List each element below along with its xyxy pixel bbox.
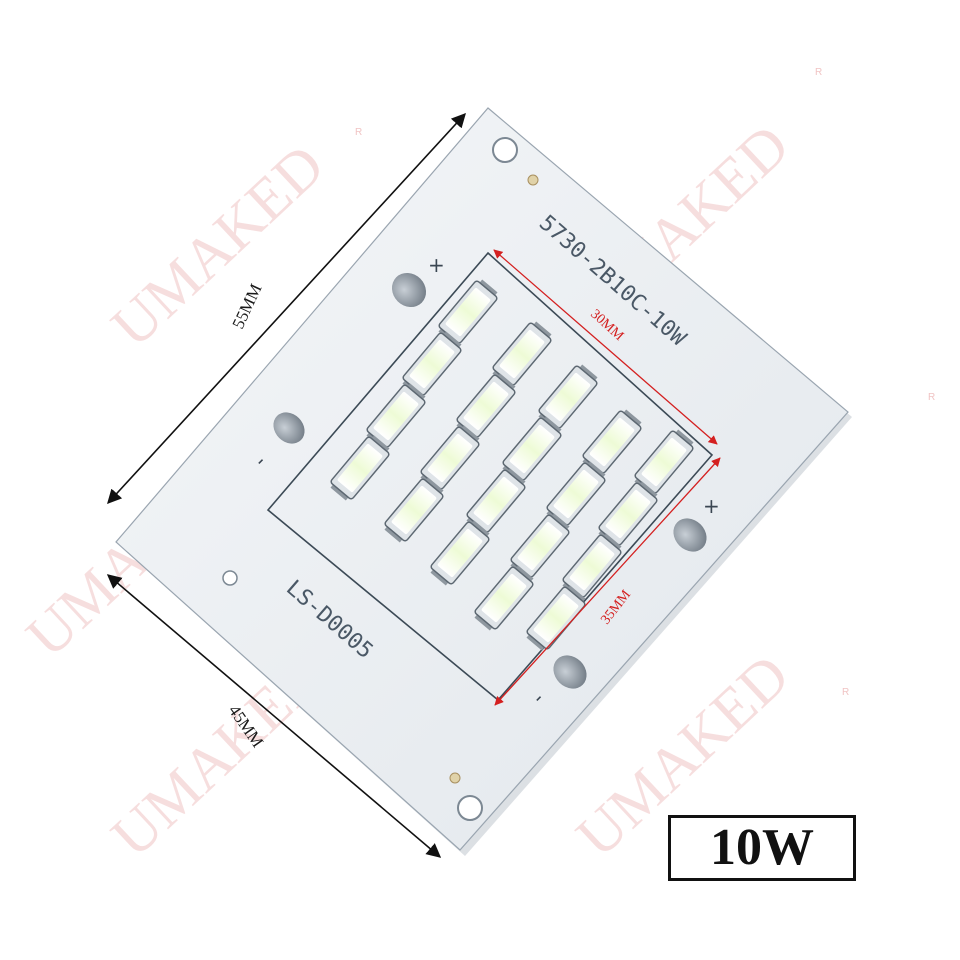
polarity-plus-label: + <box>703 494 720 518</box>
dimension-arrow-55mm <box>107 112 466 505</box>
mounting-hole <box>492 137 518 163</box>
solder-dot <box>527 174 539 186</box>
dimension-arrow-35mm <box>494 457 721 706</box>
small-hole <box>222 570 238 586</box>
dimension-arrow-45mm <box>106 574 442 858</box>
power-rating-label: 10W <box>710 819 814 876</box>
watermark-registered-mark: R <box>815 67 822 78</box>
watermark-text: UMAKED <box>99 132 337 360</box>
polarity-plus-label: + <box>428 253 445 277</box>
solder-dot <box>449 772 461 784</box>
watermark-registered-mark: R <box>355 127 362 138</box>
dimension-arrow-30mm <box>493 249 718 445</box>
mounting-hole <box>457 795 483 821</box>
dimension-label-55mm: 55MM <box>228 281 265 332</box>
watermark-registered-mark: R <box>928 392 935 403</box>
watermark-registered-mark: R <box>842 687 849 698</box>
power-rating-box: 10W <box>668 815 856 881</box>
